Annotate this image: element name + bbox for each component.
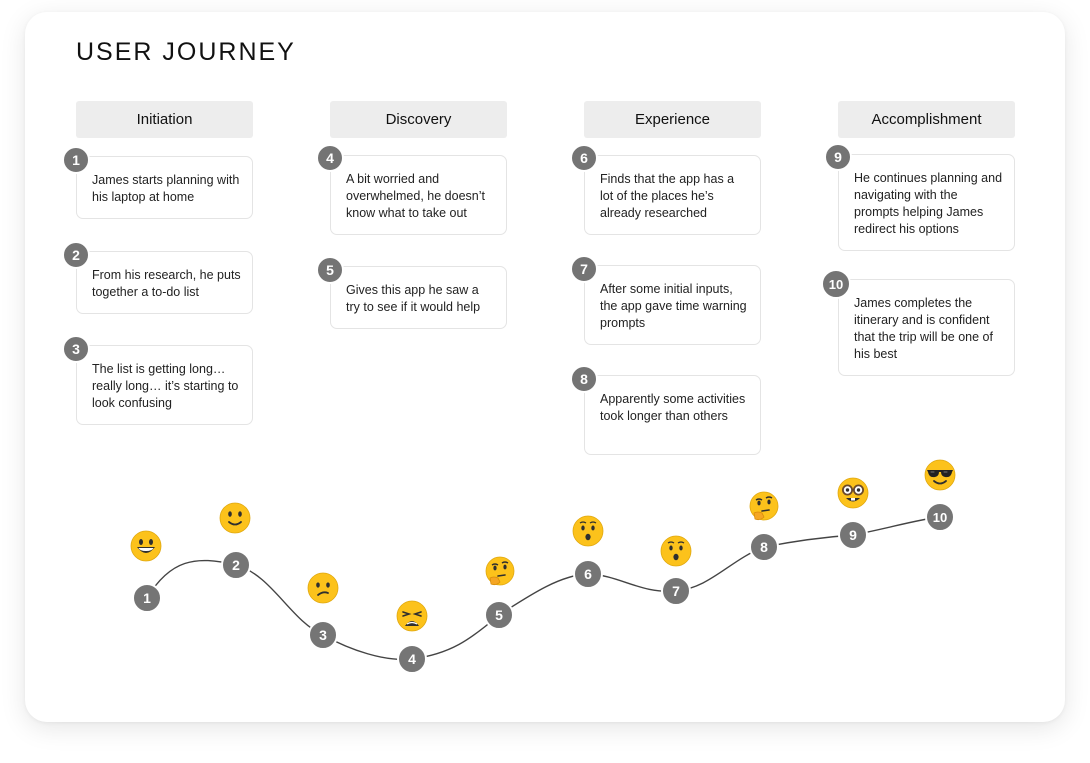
curve-node-3: 3 <box>308 620 338 650</box>
phase-experience: Experience <box>584 101 761 138</box>
step-text: The list is getting long… really long… i… <box>92 362 239 410</box>
curve-node-10: 10 <box>925 502 955 532</box>
emotion-curve-line <box>146 516 941 661</box>
curve-node-9: 9 <box>838 520 868 550</box>
step-badge-1: 1 <box>62 146 90 174</box>
curve-node-1: 1 <box>132 583 162 613</box>
step-badge-4: 4 <box>316 144 344 172</box>
confused-face-icon <box>307 572 339 604</box>
curve-node-5: 5 <box>484 600 514 630</box>
nerd-face-icon <box>837 477 869 509</box>
step-text: James starts planning with his laptop at… <box>92 173 240 204</box>
step-card-9: He continues planning and navigating wit… <box>838 154 1015 251</box>
curve-node-7: 7 <box>661 576 691 606</box>
step-badge-3: 3 <box>62 335 90 363</box>
step-card-1: James starts planning with his laptop at… <box>76 156 253 219</box>
curve-node-4: 4 <box>397 644 427 674</box>
step-card-4: A bit worried and overwhelmed, he doesn’… <box>330 155 507 235</box>
step-text: Gives this app he saw a try to see if it… <box>346 283 481 314</box>
step-card-5: Gives this app he saw a try to see if it… <box>330 266 507 329</box>
step-card-8: Apparently some activities took longer t… <box>584 375 761 455</box>
weary-face-icon <box>396 600 428 632</box>
hushed-face-icon <box>660 535 692 567</box>
phase-initiation: Initiation <box>76 101 253 138</box>
step-text: A bit worried and overwhelmed, he doesn’… <box>346 172 485 220</box>
thinking-face-icon <box>485 556 515 586</box>
step-text: Apparently some activities took longer t… <box>600 392 746 423</box>
sunglasses-face-icon <box>924 459 956 491</box>
step-card-6: Finds that the app has a lot of the plac… <box>584 155 761 235</box>
step-card-3: The list is getting long… really long… i… <box>76 345 253 425</box>
step-badge-5: 5 <box>316 256 344 284</box>
curve-node-6: 6 <box>573 559 603 589</box>
hushed-face-icon <box>572 515 604 547</box>
phase-discovery: Discovery <box>330 101 507 138</box>
step-badge-6: 6 <box>570 144 598 172</box>
step-badge-9: 9 <box>824 143 852 171</box>
page-title: USER JOURNEY <box>76 38 296 66</box>
slightly-smiling-face-icon <box>219 502 251 534</box>
step-text: He continues planning and navigating wit… <box>854 171 1003 236</box>
step-card-7: After some initial inputs, the app gave … <box>584 265 761 345</box>
step-card-10: James completes the itinerary and is con… <box>838 279 1015 376</box>
thinking-face-icon <box>749 491 779 521</box>
step-text: After some initial inputs, the app gave … <box>600 282 747 330</box>
step-text: James completes the itinerary and is con… <box>854 296 993 361</box>
step-text: From his research, he puts together a to… <box>92 268 241 299</box>
grinning-face-icon <box>130 530 162 562</box>
step-badge-10: 10 <box>821 269 851 299</box>
curve-node-8: 8 <box>749 532 779 562</box>
phase-accomplishment: Accomplishment <box>838 101 1015 138</box>
step-badge-2: 2 <box>62 241 90 269</box>
step-text: Finds that the app has a lot of the plac… <box>600 172 735 220</box>
step-badge-7: 7 <box>570 255 598 283</box>
step-badge-8: 8 <box>570 365 598 393</box>
step-card-2: From his research, he puts together a to… <box>76 251 253 314</box>
curve-node-2: 2 <box>221 550 251 580</box>
